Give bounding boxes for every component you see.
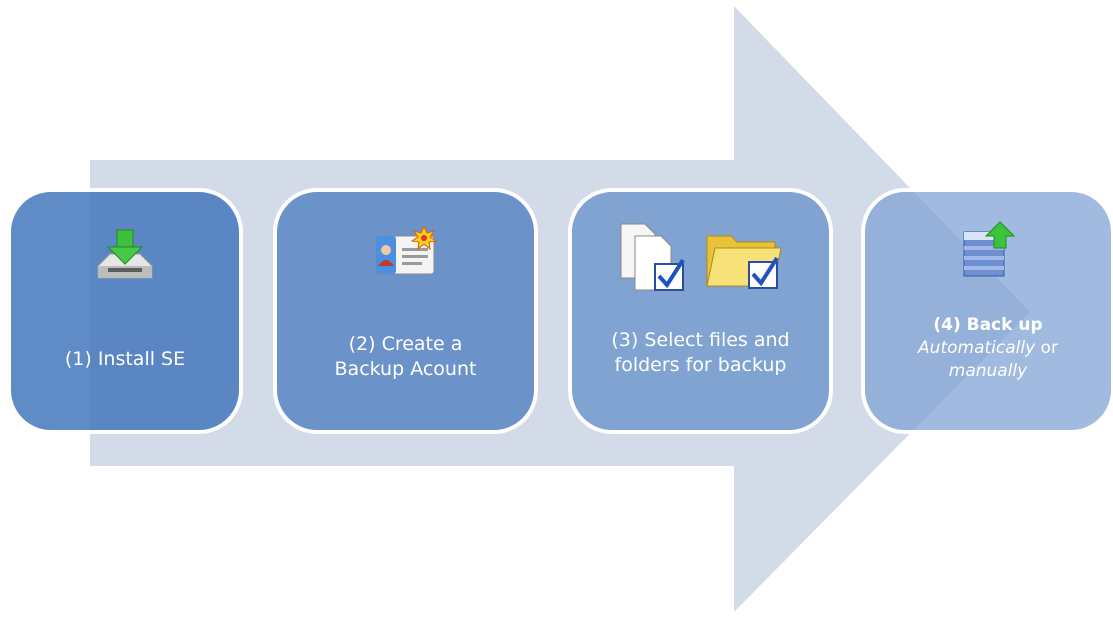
step-select-files-line2: folders for backup xyxy=(614,354,787,376)
step-install-label: (1) Install SE xyxy=(64,348,186,370)
step-create-account-line1: (2) Create a xyxy=(348,333,463,355)
step-back-up: (4) Back up Automatically or manually xyxy=(861,188,1113,434)
step-back-up-title: (4) Back up xyxy=(933,315,1043,335)
step-back-up-or: or xyxy=(1035,338,1058,358)
contact-card-icon xyxy=(374,224,438,283)
step-select-files-line1: (3) Select files and xyxy=(611,329,790,351)
step-back-up-manual: manually xyxy=(948,361,1028,381)
step-select-icons xyxy=(617,222,785,292)
install-download-icon xyxy=(94,226,156,295)
step-select-files: (3) Select files and folders for backup xyxy=(568,188,833,434)
files-check-icon xyxy=(620,223,685,291)
step-install: (1) Install SE xyxy=(7,188,243,434)
server-backup-icon xyxy=(956,218,1020,287)
step-back-up-auto: Automatically xyxy=(918,338,1036,358)
step-create-account-line2: Backup Acount xyxy=(334,358,477,380)
step-create-account: (2) Create a Backup Acount xyxy=(273,188,538,434)
folder-check-icon xyxy=(705,235,782,289)
